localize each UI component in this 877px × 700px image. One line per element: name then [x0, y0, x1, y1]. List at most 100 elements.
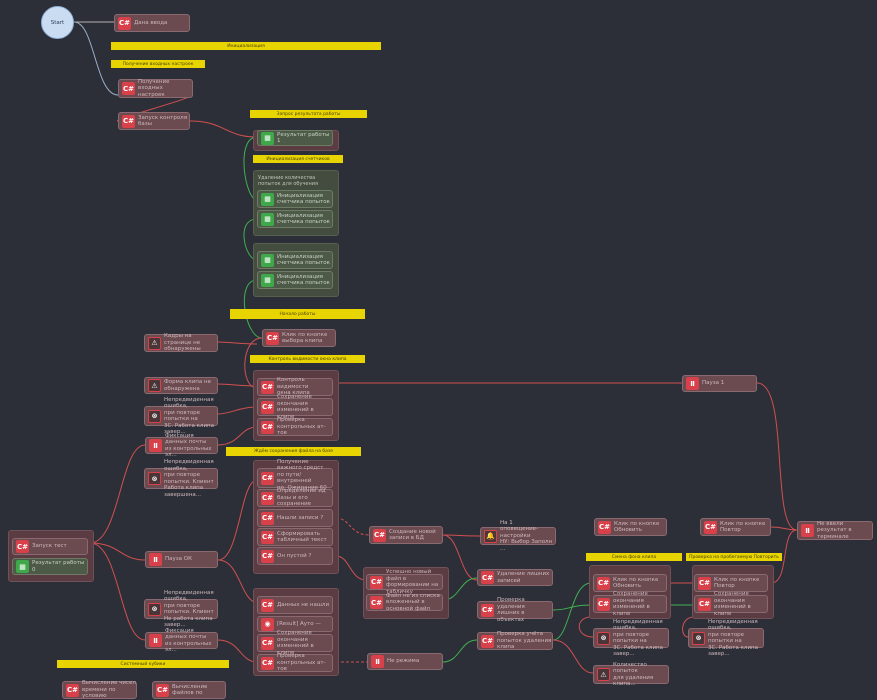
node-sys1[interactable]: C#Вычисление чисел времени по условию	[62, 680, 137, 699]
wire	[217, 479, 258, 561]
wire	[552, 582, 592, 641]
grid-icon: ▦	[261, 253, 274, 267]
wire	[217, 639, 258, 663]
csharp-icon: C#	[704, 520, 717, 534]
node-fetch-params[interactable]: C#Получение входных настроек	[118, 79, 193, 98]
node-data-none[interactable]: C#Данных не нашли	[257, 596, 333, 614]
node-result-set[interactable]: ◉[Result] Ауто —	[257, 616, 333, 632]
grid-icon: ▦	[16, 560, 29, 573]
node-note-a[interactable]: C#Успешно новый файл в формировании на т…	[366, 569, 443, 595]
node-check-open[interactable]: C#Получение важного средст по пути/внутр…	[257, 459, 333, 497]
node-sys2[interactable]: C#Вычисление файлов по	[152, 681, 226, 699]
wire	[578, 616, 594, 638]
node-apply-form[interactable]: C#Сформировать табличный текст	[257, 528, 333, 546]
node-save-changes3[interactable]: C#Сохранение окончания изменений в клипе	[593, 591, 667, 617]
node-ctrl-visible[interactable]: C#Контроль видимости окна клипа	[257, 377, 333, 396]
pause-icon: Ⅱ	[149, 634, 162, 647]
node-warn-not-found[interactable]: ⚠Кадры на странице не обнаружены	[144, 333, 218, 352]
node-checks-unlink[interactable]: C#Проверка удаления лишних в объектах	[477, 597, 553, 623]
node-err-limit2[interactable]: ⊗Непредвиденная ошибка, при повторе попы…	[144, 459, 218, 498]
node-warn-attempts[interactable]: ⚠Количество попыток для удаления клипа..…	[593, 662, 669, 687]
warning-icon: ⚠	[148, 336, 161, 350]
warning-icon: ⚠	[148, 379, 161, 392]
grid-icon: ▦	[261, 273, 274, 287]
node-err-limit1[interactable]: ⊗Непредвиденная ошибка, при повторе попы…	[144, 397, 218, 435]
csharp-icon: C#	[698, 597, 711, 611]
error-icon: ⊗	[692, 631, 705, 645]
csharp-icon: C#	[370, 575, 383, 589]
pause-icon: Ⅱ	[801, 524, 814, 537]
node-check-ctrl2[interactable]: C#Проверка контрольных ат-тов	[257, 653, 333, 672]
wire	[189, 120, 258, 138]
wire	[442, 534, 481, 537]
node-check-ctrl1[interactable]: C#Проверка контрольных ат-тов	[257, 417, 333, 436]
node-warn-form[interactable]: ⚠Форма клипа не обнаружена	[144, 377, 218, 394]
csharp-icon: C#	[261, 656, 274, 670]
pause-icon: Ⅱ	[686, 377, 699, 390]
start-node[interactable]: Start	[41, 6, 74, 39]
node-save-changes4[interactable]: C#Сохранение окончания изменений в клипе	[694, 591, 768, 617]
node-result0[interactable]: ▦Результат работы 0	[12, 558, 88, 575]
wire	[770, 526, 798, 531]
comment-system-block: Системный кубики	[57, 660, 229, 668]
wire	[756, 382, 798, 531]
node-entry[interactable]: C#Дана ввода	[114, 14, 190, 32]
node-create-new[interactable]: C#Создание новой записи в БД	[369, 526, 443, 544]
grid-icon: ▦	[261, 192, 274, 206]
csharp-icon: C#	[698, 576, 711, 590]
node-err-limit5[interactable]: ⊗Непредвиденная ошибка, при повторе попы…	[688, 619, 764, 657]
node-find-form[interactable]: C#Нашли записи ?	[257, 509, 333, 527]
pause-icon: Ⅱ	[149, 439, 162, 452]
error-icon: ⊗	[597, 631, 610, 645]
wire	[89, 542, 146, 561]
node-run-start[interactable]: C#Запуск тест	[12, 538, 88, 555]
record-icon: ◉	[261, 617, 274, 631]
csharp-icon: C#	[370, 596, 383, 609]
node-result1[interactable]: ▦Результат работы 1	[257, 130, 333, 146]
node-init-count4[interactable]: ▦Инициализация счетчика попыток	[257, 271, 333, 289]
node-note-b[interactable]: C#Файл не из списка вложенный в основной…	[366, 593, 443, 612]
comment-init: Инициализация	[111, 42, 381, 50]
node-window-check[interactable]: C#Клик по кнопке выбора клипа	[262, 329, 336, 347]
node-bell-note[interactable]: 🔔На 1 оповещение-настройки НУ: Выбор Зап…	[480, 520, 556, 552]
wire	[442, 639, 478, 663]
node-err-limit4[interactable]: ⊗Непредвиденная ошибка, при повторе попы…	[593, 619, 669, 657]
csharp-icon: C#	[261, 511, 274, 525]
node-init-count3[interactable]: ▦Инициализация счетчика попыток	[257, 251, 333, 269]
csharp-icon: C#	[261, 530, 274, 544]
node-save-changes2[interactable]: C#Сохранение окончания изменений в клипе	[257, 630, 333, 656]
csharp-icon: C#	[261, 471, 274, 485]
wire	[552, 604, 592, 611]
node-save-changes1[interactable]: C#Сохранение окончания изменений в клипе	[257, 394, 333, 420]
node-click-new[interactable]: C#Клик по кнопке Обновить	[593, 574, 667, 592]
csharp-icon: C#	[261, 420, 274, 434]
node-remove-link[interactable]: C#Удаление лишних записей	[477, 569, 553, 586]
warning-icon: ⚠	[597, 668, 610, 681]
node-err-limit3[interactable]: ⊗Непредвиденная ошибка, при повторе попы…	[144, 590, 218, 628]
csharp-icon: C#	[261, 380, 274, 394]
csharp-icon: C#	[66, 683, 79, 697]
wire	[73, 21, 119, 96]
csharp-icon: C#	[481, 571, 494, 584]
node-empty[interactable]: C#Он пустой ?	[257, 547, 333, 565]
node-init-count2[interactable]: ▦Инициализация счетчика попыток	[257, 210, 333, 228]
wire	[217, 559, 258, 604]
comment-init-counters: Инициализация счетчиков	[253, 155, 343, 163]
error-icon: ⊗	[148, 409, 161, 423]
node-init-count1[interactable]: ▦Инициализация счетчика попыток	[257, 190, 333, 208]
node-run-check[interactable]: C#Запуск контроля базы	[118, 112, 190, 130]
node-click-confirm[interactable]: C#Клик по кнопке Повтор	[700, 518, 771, 536]
node-checks-sum[interactable]: C#Проверка учёта попыток удаления клипа	[477, 631, 553, 650]
wire	[217, 341, 258, 345]
node-close-win[interactable]: C#Клик по кнопке Обновить	[594, 518, 667, 536]
node-determine[interactable]: C#Определение ид базы и его сохранение	[257, 488, 333, 507]
comment-get-params: Получение входных настроек	[111, 60, 205, 68]
node-retry-click[interactable]: C#Клик по кнопке Повтор	[694, 574, 768, 592]
